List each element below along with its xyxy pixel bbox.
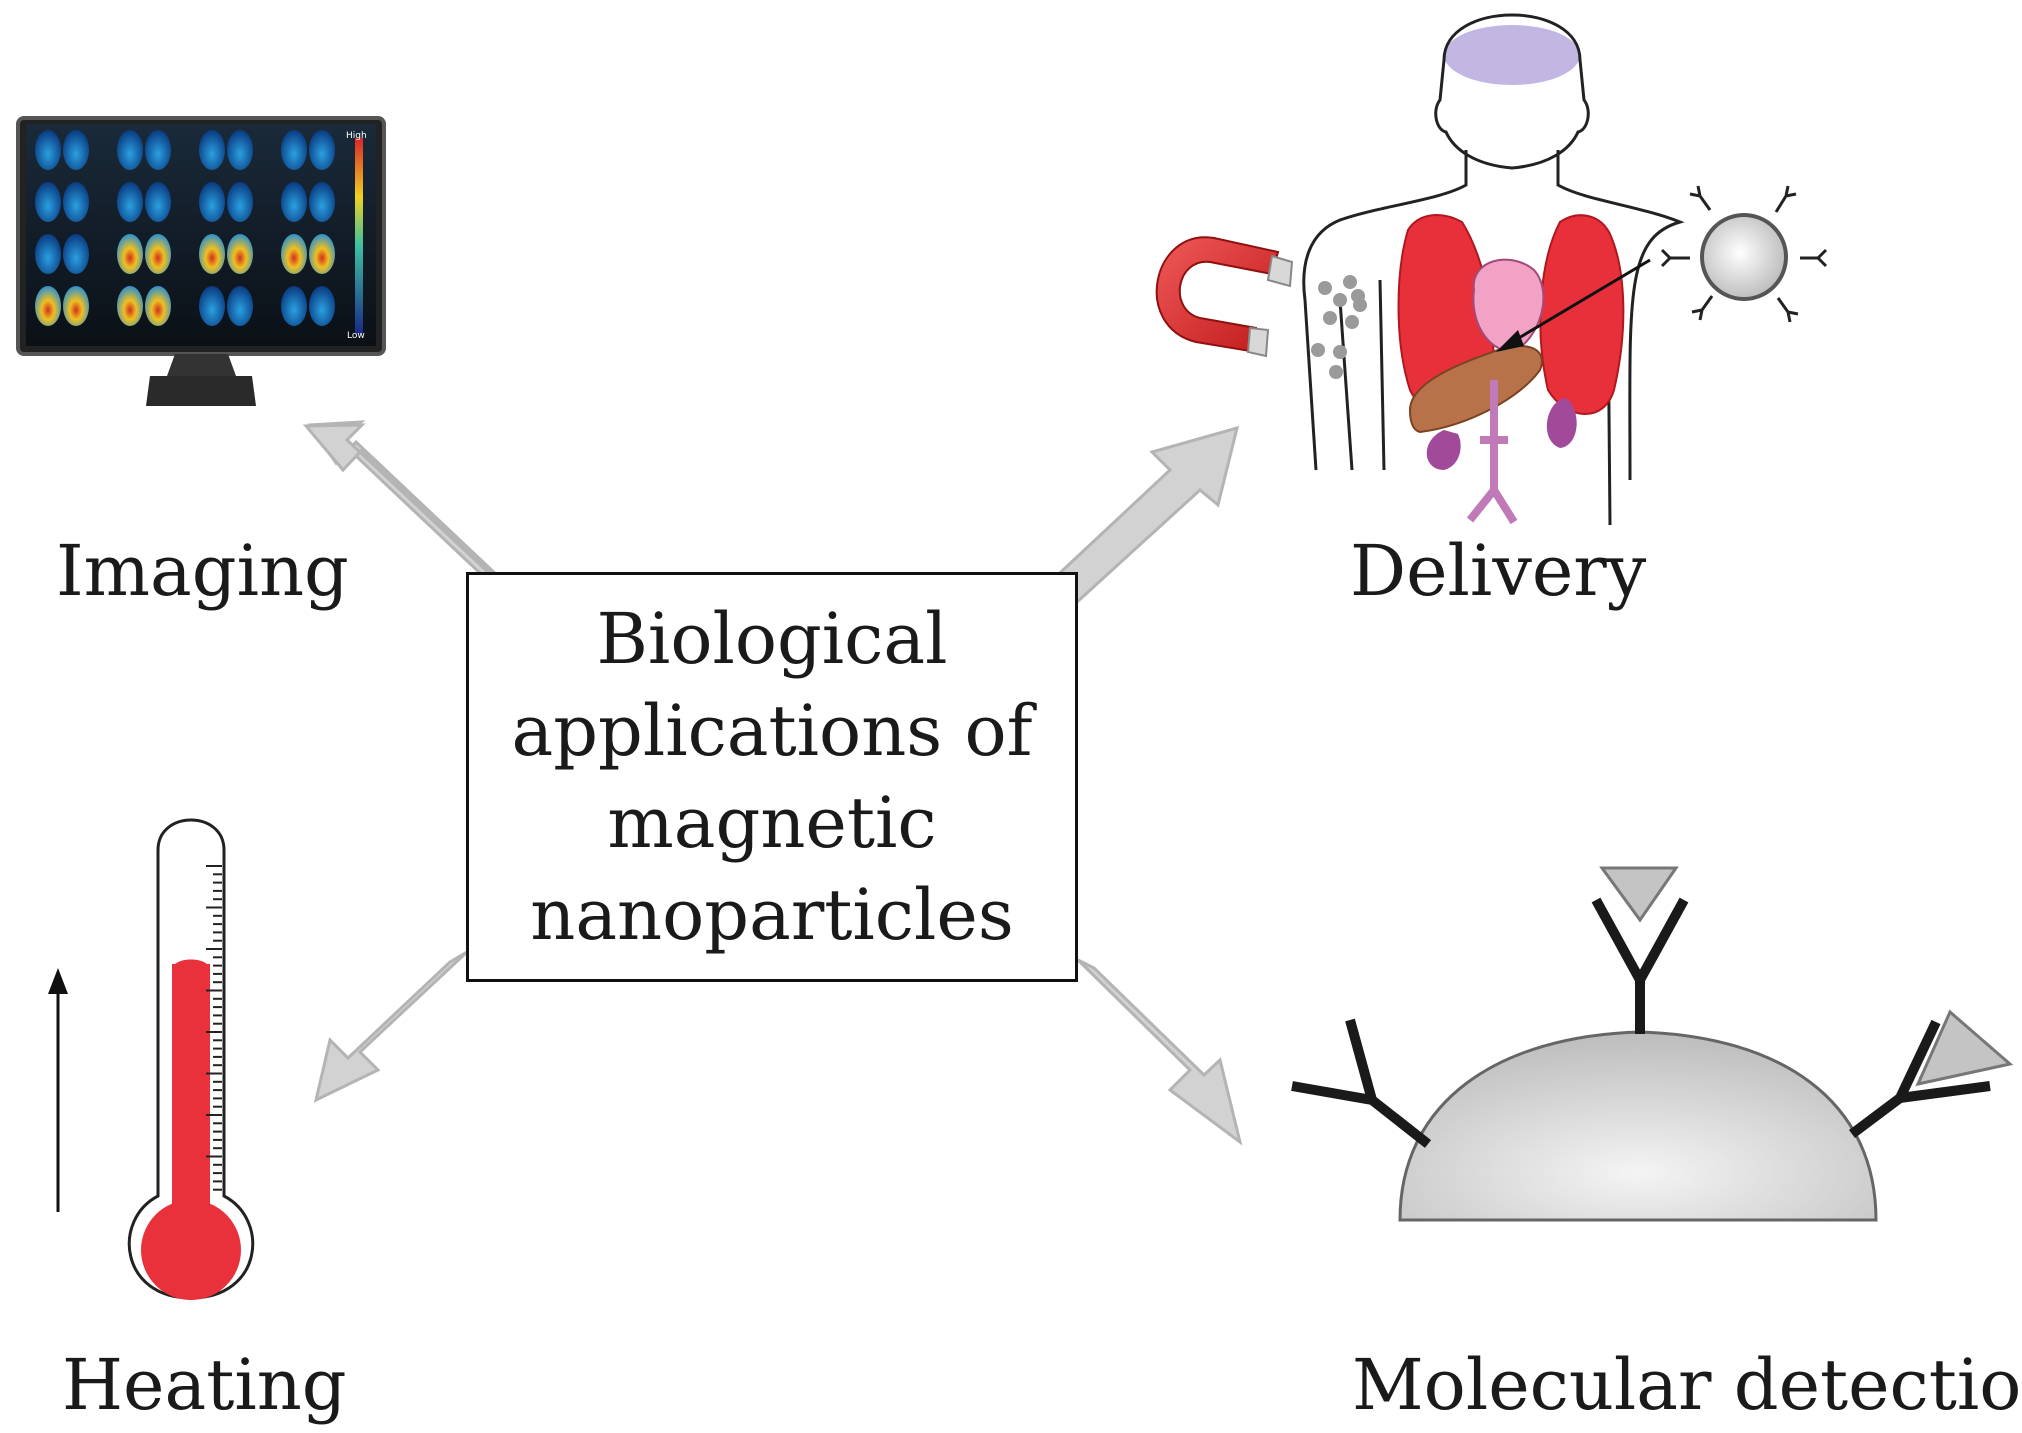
lung-scan-lobe <box>35 182 61 222</box>
lung-scan-lobe <box>35 286 61 326</box>
lung-scan-lobe <box>117 234 143 274</box>
lung-scan-lobe <box>145 286 171 326</box>
lung-scan-lobe <box>199 234 225 274</box>
antibody-icon <box>1291 897 1991 1148</box>
lung-scan-lobe <box>63 182 89 222</box>
heating-label: Heating <box>62 1344 347 1426</box>
molecular-detection-label: Molecular detection <box>1352 1344 2022 1426</box>
arrow-to-molecular-detection <box>1076 958 1243 1146</box>
monitor-icon: High Low <box>16 116 386 406</box>
lung-scan-lobe <box>309 130 335 170</box>
nanoparticle-sphere-icon <box>1398 1030 1878 1222</box>
central-topic-box: Biological applications of magnetic nano… <box>466 572 1078 982</box>
lung-scan-lobe <box>281 234 307 274</box>
lung-scan-lobe <box>145 182 171 222</box>
human-body-icon <box>1302 13 1685 526</box>
lung-scan-lobe <box>309 234 335 274</box>
scale-low-label: Low <box>347 331 365 341</box>
center-line-4: nanoparticles <box>530 874 1014 956</box>
lung-scan-lobe <box>35 234 61 274</box>
lung-scan-lobe <box>117 286 143 326</box>
thermometer-icon <box>127 818 255 1300</box>
lung-scan-lobe <box>227 130 253 170</box>
nanoparticle-small-icon <box>1660 185 1828 323</box>
lung-scan-lobe <box>63 234 89 274</box>
lung-scan-lobe <box>199 130 225 170</box>
up-arrow-icon <box>48 968 68 1212</box>
lung-scan-lobe <box>281 286 307 326</box>
lung-scan-lobe <box>199 286 225 326</box>
lung-scan-lobe <box>227 286 253 326</box>
center-line-2: applications of <box>511 690 1033 772</box>
lung-scan-lobe <box>145 130 171 170</box>
lung-scan-lobe <box>63 130 89 170</box>
lung-scan-lobe <box>309 182 335 222</box>
lung-scan-lobe <box>35 130 61 170</box>
lung-scan-lobe <box>199 182 225 222</box>
lung-scan-lobe <box>117 130 143 170</box>
antigen-icon <box>1599 866 2014 1087</box>
lung-scan-lobe <box>281 182 307 222</box>
arrow-to-imaging <box>302 420 508 587</box>
delivery-label: Delivery <box>1350 530 1647 612</box>
lung-scan-lobe <box>309 286 335 326</box>
lung-scan-lobe <box>117 182 143 222</box>
lung-scan-lobe <box>63 286 89 326</box>
magnet-icon <box>1155 236 1294 358</box>
scale-high-label: High <box>346 131 367 141</box>
lung-scan-lobe <box>145 234 171 274</box>
arrow-to-heating <box>313 950 469 1103</box>
lung-scan-lobe <box>281 130 307 170</box>
lung-scan-lobe <box>227 234 253 274</box>
imaging-label: Imaging <box>56 530 349 612</box>
arrow-to-delivery <box>1044 425 1240 605</box>
center-line-1: Biological <box>596 598 948 680</box>
center-line-3: magnetic <box>607 782 937 864</box>
lung-scan-lobe <box>227 182 253 222</box>
